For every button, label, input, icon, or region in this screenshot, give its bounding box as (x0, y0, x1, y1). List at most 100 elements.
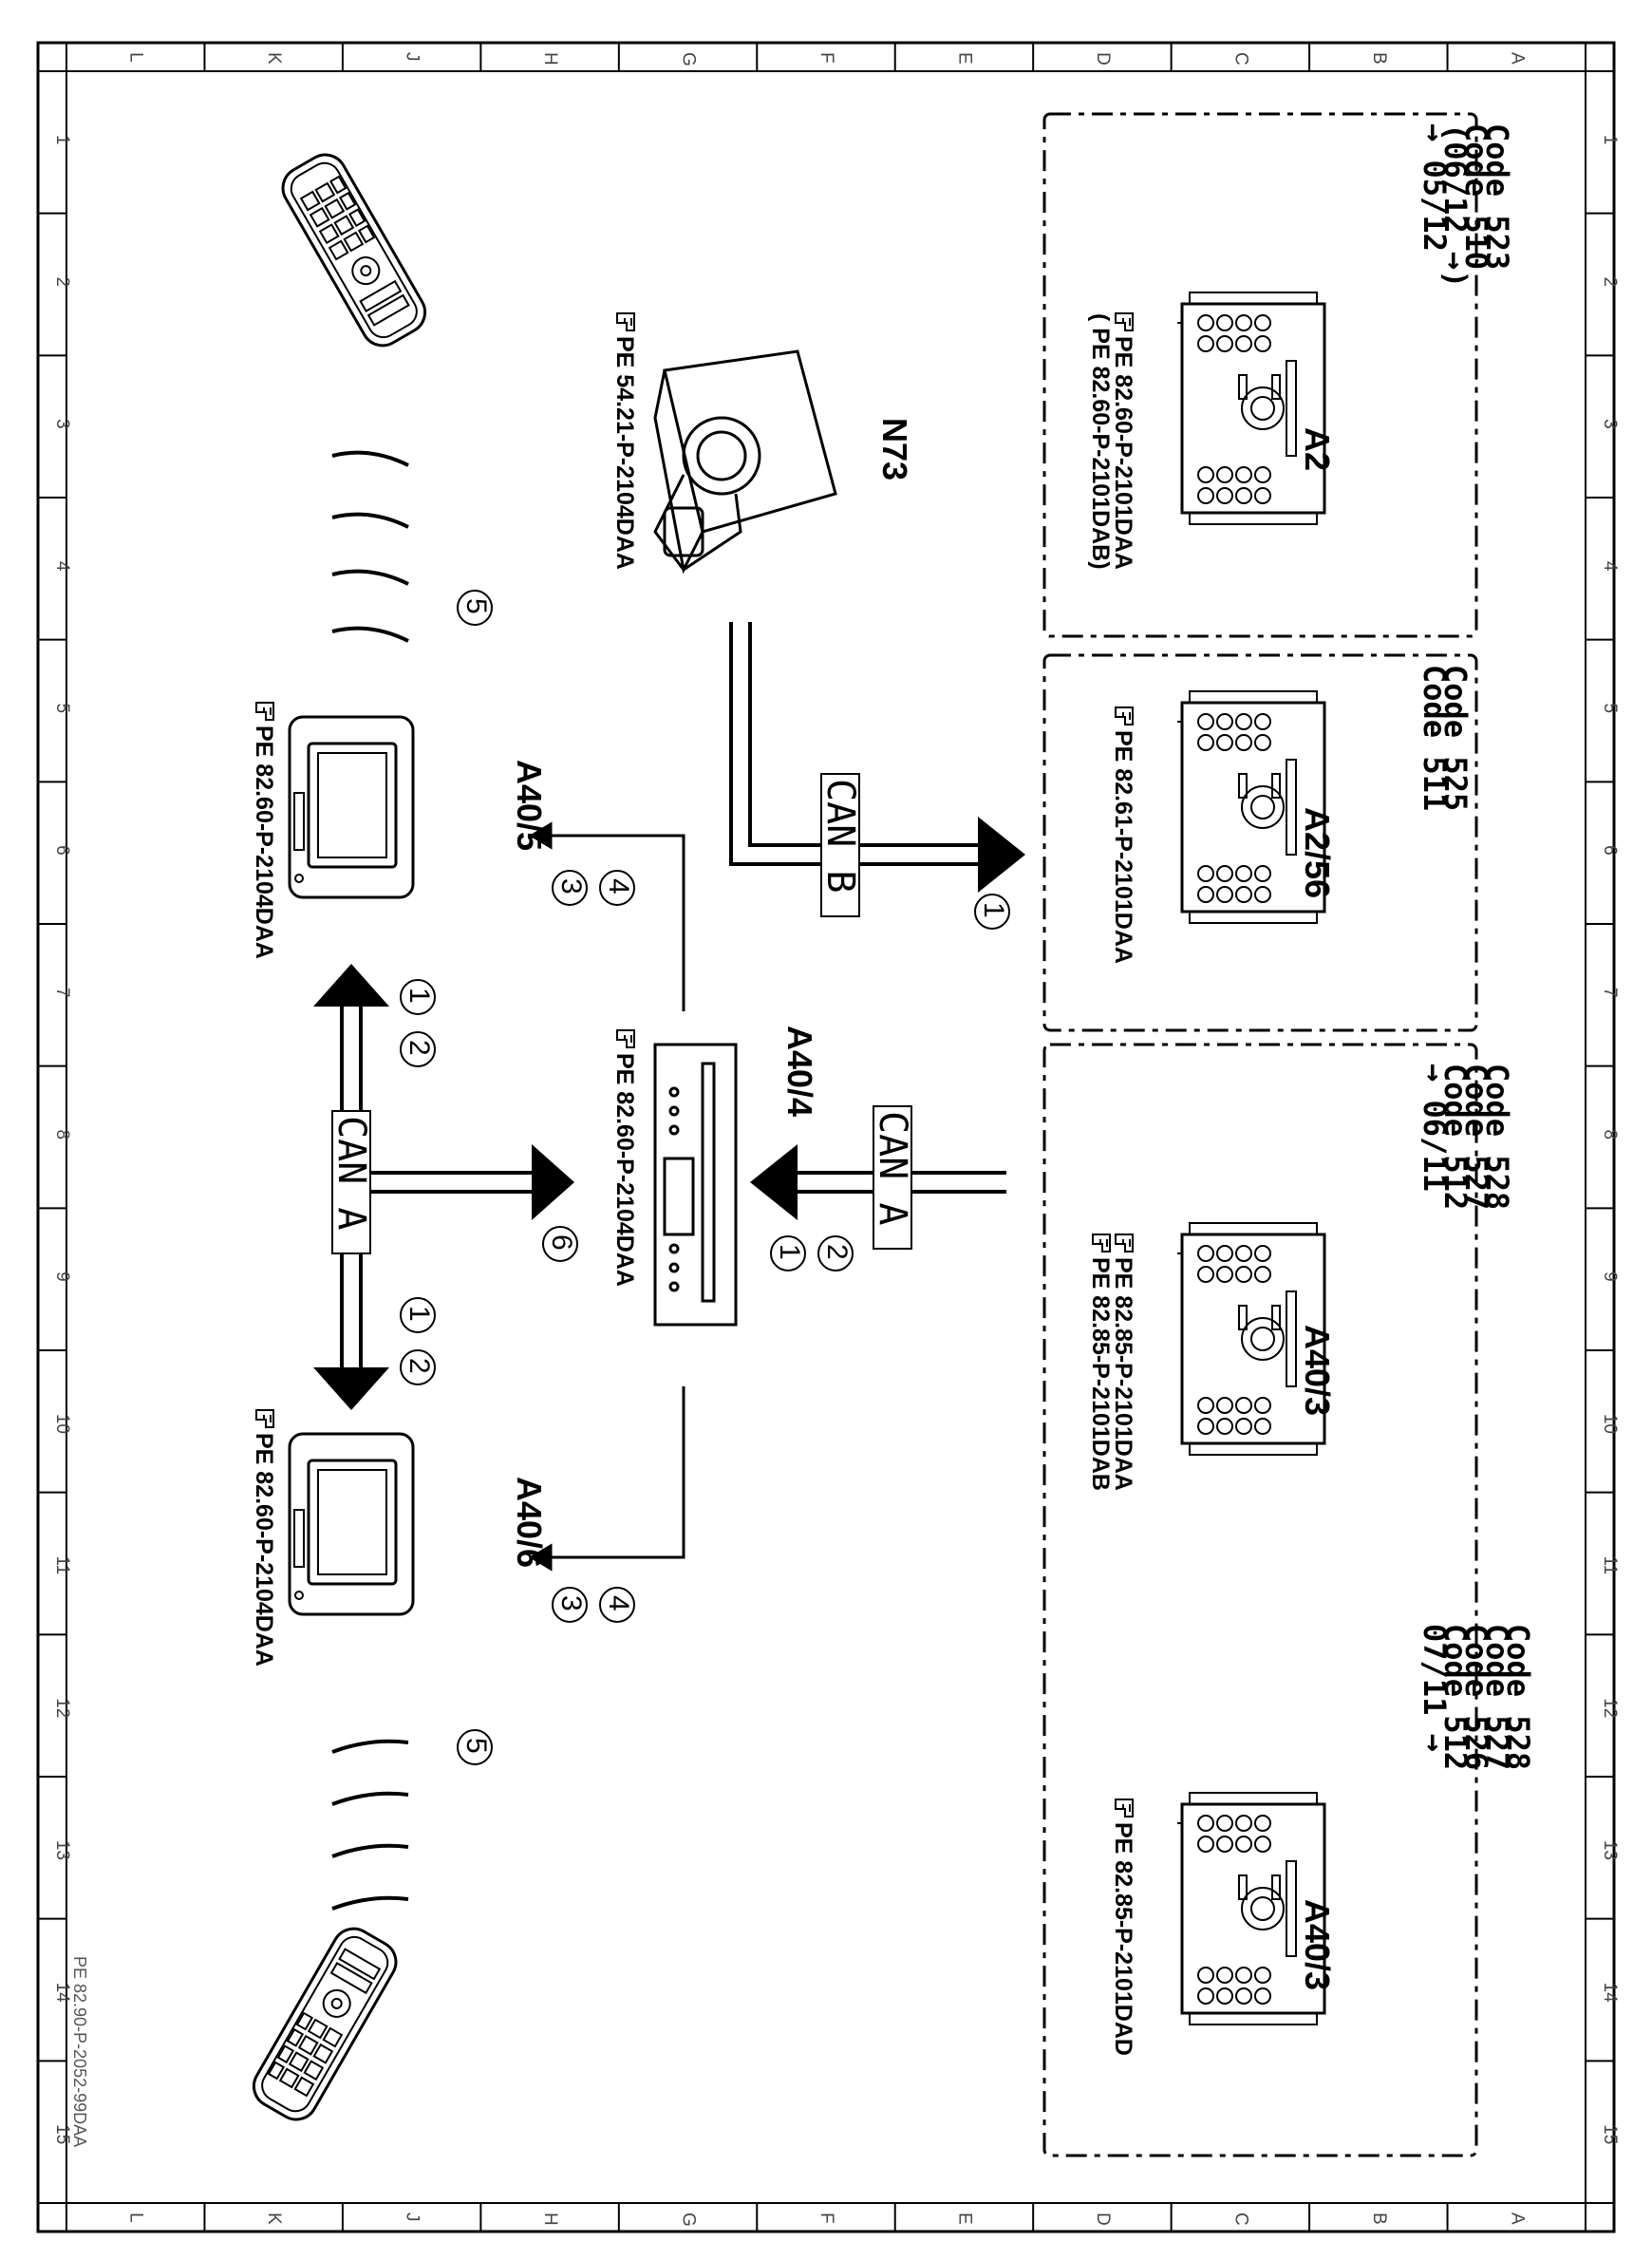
a40-3-first-code-line: → 06/11 (1417, 1064, 1453, 1192)
ruler-number: 3 (52, 419, 72, 429)
ruler-number: 6 (52, 845, 72, 856)
ruler-letter: D (1093, 2213, 1113, 2226)
signal-4: 4 (603, 878, 634, 895)
dvd-player-a40-4: A40/4 PE 82.60-P-2104DAA (611, 1026, 819, 1327)
ruler-number: 10 (1600, 1414, 1620, 1434)
reference-hand-icon (1115, 1234, 1134, 1252)
a40-3-second-code-line: 07/11 → (1417, 1624, 1453, 1752)
reference-hand-icon (255, 702, 274, 721)
ruler-letter: G (679, 2213, 699, 2227)
signal-5: 5 (460, 1738, 492, 1754)
a2-56-refs: PE 82.61-P-2101DAA (1110, 706, 1136, 964)
a40-3-second-code-line: Code 526 (1458, 1624, 1494, 1770)
ruler-number: 4 (1600, 561, 1620, 572)
a2-label-group: A2 (1298, 427, 1337, 471)
a2-code-line: → 05/12 (1417, 123, 1453, 252)
can-a-label-lower: CAN A (329, 1116, 373, 1230)
ruler-number: 7 (52, 988, 72, 998)
ruler-letter: K (264, 2213, 284, 2225)
box-a2-56 (1042, 653, 1478, 1032)
ruler-letter: H (540, 2213, 560, 2226)
box-a40-3 (1042, 1043, 1478, 2157)
ruler-number: 2 (52, 277, 72, 288)
a40-3-second-code-line: Code 512 (1437, 1624, 1474, 1770)
can-b-label: CAN B (818, 779, 862, 893)
signal-3: 3 (555, 878, 587, 895)
ignition-switch-n73: N73 PE 54.21-P-2104DAA (611, 312, 914, 574)
a40-3-first-ref: PE 82.85-P-2101DAA (1110, 1257, 1136, 1491)
signal-1: 1 (774, 1244, 805, 1260)
a2-56-ref: PE 82.61-P-2101DAA (1110, 730, 1136, 964)
can-a-label-upper: CAN A (871, 1111, 914, 1225)
ruler-number: 11 (1600, 1556, 1620, 1575)
a40-3-second-codes: 07/11 → Code 512 Code 526 Code 527 Code … (1417, 1624, 1536, 1770)
ruler-number: 15 (1600, 2124, 1620, 2144)
a40-3-first-refs: PE 82.85-P-2101DAA PE 82.85-P-2101DAB (1087, 1234, 1136, 1491)
a40-3-second-code-line: Code 527 (1479, 1624, 1515, 1770)
reference-hand-icon (1115, 706, 1134, 725)
ruler-number: 5 (52, 704, 72, 714)
ruler-number: 3 (1600, 419, 1620, 429)
ruler-letter: J (403, 52, 422, 62)
remote-control-bottom: 5 (244, 1729, 493, 2129)
reference-hand-icon (1092, 1234, 1111, 1252)
ruler-number: 8 (1600, 1130, 1620, 1140)
a2-refs: PE 82.60-P-2101DAA ( PE 82.60-P-2101DAB) (1087, 312, 1136, 570)
a40-3-first-code-line: Code 512 (1437, 1064, 1474, 1210)
remote-control-top: 5 (273, 145, 493, 643)
ruler-number: 13 (1600, 1840, 1620, 1860)
ruler-number: 14 (52, 1983, 72, 2004)
a40-3-first-ref-alt: PE 82.85-P-2101DAB (1087, 1257, 1114, 1491)
ruler-number: 15 (52, 2124, 72, 2144)
ruler-letter: L (126, 2213, 146, 2223)
ruler-letter: C (1230, 52, 1250, 66)
ignition-switch-icon (653, 349, 837, 574)
n73-label: N73 (875, 418, 914, 480)
a2-code-line: Code 510 (1458, 123, 1494, 270)
signal-2: 2 (404, 1040, 435, 1056)
a40-4-label: A40/4 (780, 1026, 819, 1117)
a2-label: A2 (1298, 427, 1337, 471)
ruler-letter: K (264, 52, 284, 65)
rear-display-icon (288, 1432, 415, 1616)
a2-ref-alt: ( PE 82.60-P-2101DAB) (1087, 313, 1114, 570)
n73-ref: PE 54.21-P-2104DAA (611, 336, 638, 570)
signal-6: 6 (546, 1234, 577, 1251)
ruler-number: 10 (52, 1414, 72, 1434)
radio-unit-a2 (1175, 291, 1326, 526)
a2-56-label: A2/56 (1298, 807, 1337, 898)
a2-code-line: (06/12 →) (1437, 123, 1474, 288)
document-id: PE 82.90-P-2052-99DAA (70, 1956, 89, 2147)
signal-2: 2 (404, 1358, 435, 1374)
ruler-number: 1 (52, 135, 72, 145)
ruler-number: 12 (52, 1698, 72, 1718)
ruler-letter: D (1093, 52, 1113, 66)
ruler-letter: A (1507, 2213, 1527, 2225)
ruler-letter: E (954, 2213, 974, 2225)
a40-6-label: A40/6 (510, 1477, 549, 1568)
signal-4: 4 (603, 1595, 634, 1611)
ruler-number: 13 (52, 1840, 72, 1860)
av-lines (529, 821, 685, 1572)
a2-56-codes: Code 511 Code 525 (1417, 665, 1474, 811)
ruler-letter: A (1507, 52, 1527, 65)
reference-hand-icon (1115, 312, 1134, 331)
ruler-letter: J (403, 2213, 422, 2222)
remote-control-icon (273, 145, 435, 355)
a40-3-first-label: A40/3 (1298, 1325, 1337, 1416)
ruler-number: 8 (52, 1130, 72, 1140)
a2-codes: → 05/12 (06/12 →) Code 510 Code 523 (1417, 123, 1515, 288)
box-a2 (1042, 112, 1478, 638)
ruler-letter: C (1230, 2213, 1250, 2226)
reference-hand-icon (616, 1029, 635, 1048)
reference-hand-icon (255, 1409, 274, 1428)
a40-3-second-refs: PE 82.85-P-2101DAD (1110, 1799, 1136, 2056)
ruler-number: 4 (52, 561, 72, 572)
rear-display-icon (288, 715, 415, 899)
ruler-number: 1 (1600, 135, 1620, 145)
ruler-number: 2 (1600, 277, 1620, 288)
remote-control-icon (244, 1919, 405, 2129)
a40-6-ref: PE 82.60-P-2104DAA (251, 1433, 277, 1667)
